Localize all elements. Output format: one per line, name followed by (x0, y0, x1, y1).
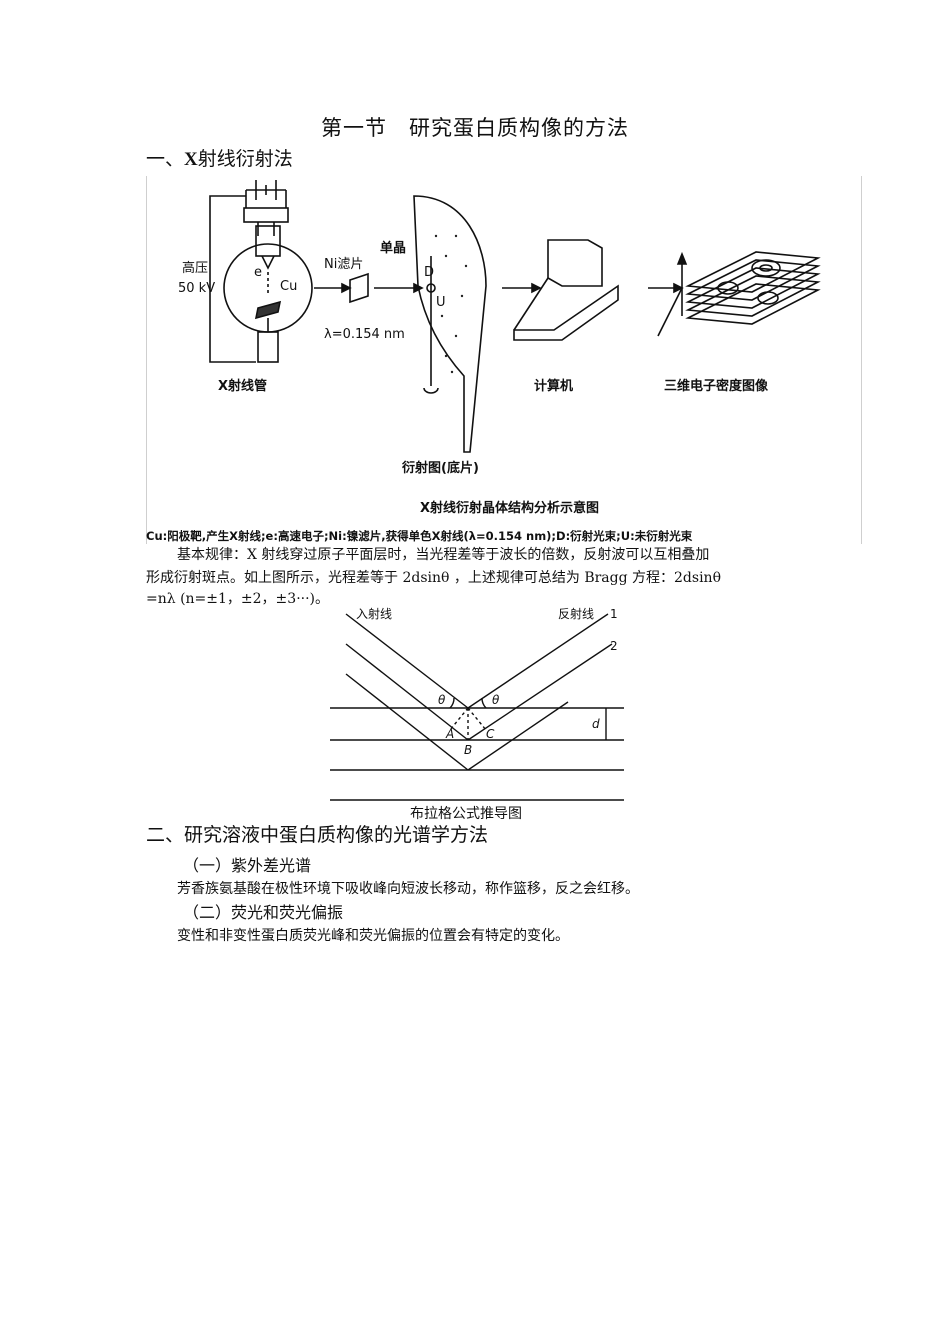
paragraph-1-line-1: 基本规律：X 射线穿过原子平面层时，当光程差等于波长的倍数，反射波可以互相叠加 (177, 547, 710, 563)
label-theta-right: θ (492, 693, 500, 707)
label-crystal: 单晶 (380, 240, 406, 256)
label-u: U (436, 295, 446, 310)
figure1-legend: Cu:阳极靶,产生X射线;e:高速电子;Ni:镍滤片,获得单色X射线(λ=0.1… (146, 529, 693, 543)
label-reflected: 反射线 (558, 606, 594, 621)
label-a: A (445, 727, 454, 741)
label-e: e (254, 265, 262, 280)
xray-figure-frame (146, 176, 862, 544)
label-ni: Ni滤片 (324, 257, 363, 272)
label-lambda: λ=0.154 nm (324, 327, 405, 342)
section-2-heading: 二、研究溶液中蛋白质构像的光谱学方法 (146, 824, 489, 846)
label-gaoya: 高压 (182, 260, 208, 276)
subsection-2-text: 变性和非变性蛋白质荧光峰和荧光偏振的位置会有特定的变化。 (177, 928, 569, 944)
subsection-1-text: 芳香族氨基酸在极性环境下吸收峰向短波长移动，称作篮移，反之会红移。 (177, 881, 639, 897)
label-d-spacing: d (592, 717, 600, 731)
subsection-1-heading: （一）紫外差光谱 (183, 856, 312, 875)
label-theta-left: θ (438, 693, 446, 707)
xray-diffraction-figure: 高压 50 kV e Cu X射线管 Ni滤片 λ=0.154 nm 单晶 D … (146, 180, 821, 543)
label-1: 1 (610, 607, 618, 621)
subsection-2-heading: （二）荧光和荧光偏振 (183, 903, 344, 922)
section-1-title: 射线衍射法 (197, 148, 293, 170)
label-b: B (464, 743, 472, 757)
label-tube: X射线管 (218, 378, 267, 394)
figure1-caption: X射线衍射晶体结构分析示意图 (420, 500, 599, 516)
label-film: 衍射图(底片) (401, 460, 479, 476)
section-1-x: X (184, 149, 198, 170)
bragg-figure: 入射线 反射线 1 2 θ θ d A B C 布拉格公式推导图 (330, 606, 624, 820)
figure2-caption: 布拉格公式推导图 (410, 806, 522, 820)
label-d: D (424, 265, 434, 280)
paragraph-1-line-3: =nλ (n=±1，±2，±3···)。 (146, 591, 330, 607)
section-1-heading: 一、X射线衍射法 (146, 144, 293, 171)
label-computer: 计算机 (534, 378, 573, 394)
paragraph-1-line-2: 形成衍射斑点。如上图所示，光程差等于 2dsinθ ，上述规律可总结为 Brag… (146, 570, 722, 586)
label-2: 2 (610, 639, 618, 653)
label-voltage: 50 kV (178, 281, 215, 296)
label-incident: 入射线 (356, 606, 392, 621)
label-3d: 三维电子密度图像 (664, 378, 769, 394)
section-1-prefix: 一、 (146, 148, 185, 170)
label-cu: Cu (280, 279, 297, 294)
page-title: 第一节 研究蛋白质构像的方法 (321, 116, 629, 140)
label-c: C (486, 727, 495, 741)
